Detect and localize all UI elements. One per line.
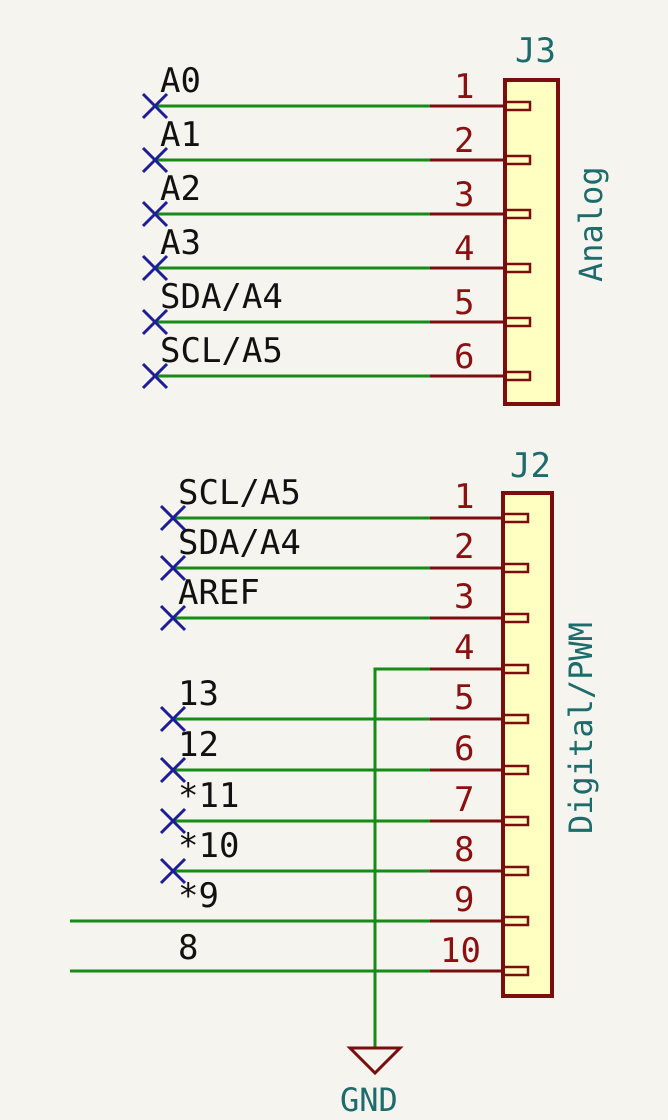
net-label: A1	[160, 115, 201, 155]
no-connect-icon	[141, 92, 169, 120]
pin-number: 10	[440, 931, 481, 971]
pin-number: 2	[454, 121, 474, 161]
no-connect-icon	[159, 756, 187, 784]
net-label: *11	[178, 776, 239, 816]
j2-net-labels: SCL/A5 SDA/A4 AREF 13 12 *11 *10 *9 8	[178, 473, 301, 968]
pin-number: 3	[454, 175, 474, 215]
net-label: 8	[178, 928, 198, 968]
pin-number: 1	[454, 477, 474, 517]
j3-net-labels: A0 A1 A2 A3 SDA/A4 SCL/A5	[160, 61, 283, 371]
no-connect-icon	[141, 146, 169, 174]
j2-value: Digital/PWM	[562, 622, 600, 834]
net-label: 13	[178, 674, 219, 714]
net-label: A3	[160, 223, 201, 263]
gnd-wire	[373, 667, 430, 1048]
j2-pin-stubs	[501, 512, 530, 977]
pin-number: 8	[454, 830, 474, 870]
no-connect-icon	[141, 254, 169, 282]
pin-number: 4	[454, 628, 474, 668]
j2-pin-numbers: 1 2 3 4 5 6 7 8 9 10	[440, 477, 481, 971]
pin-number: 3	[454, 577, 474, 617]
j3-pin-numbers: 1 2 3 4 5 6	[454, 67, 474, 377]
j3-pin-stubs	[503, 100, 532, 382]
pin-number: 5	[454, 283, 474, 323]
net-label: AREF	[178, 573, 260, 613]
pin-number: 4	[454, 229, 474, 269]
pin-number: 1	[454, 67, 474, 107]
net-label: SDA/A4	[160, 277, 283, 317]
pin-number: 7	[454, 780, 474, 820]
ground-icon	[346, 1046, 404, 1076]
no-connect-icon	[159, 807, 187, 835]
j3-reference: J3	[515, 31, 556, 71]
pin-number: 9	[454, 880, 474, 920]
net-label: A2	[160, 169, 201, 209]
no-connect-icon	[141, 200, 169, 228]
gnd-power-symbol: GND	[340, 1046, 404, 1119]
no-connect-icon	[159, 554, 187, 582]
net-label: *9	[178, 876, 219, 916]
net-label: SDA/A4	[178, 523, 301, 563]
net-label: SCL/A5	[160, 331, 283, 371]
no-connect-icon	[141, 362, 169, 390]
j3-body	[503, 78, 560, 406]
net-label: SCL/A5	[178, 473, 301, 513]
pin-number: 5	[454, 678, 474, 718]
net-label: 12	[178, 725, 219, 765]
no-connect-icon	[141, 308, 169, 336]
j2-reference: J2	[510, 446, 551, 486]
pin-number: 6	[454, 729, 474, 769]
j2-no-connects	[159, 504, 187, 885]
connector-j3: A0 A1 A2 A3 SDA/A4 SCL/A5 1 2 3 4 5 6 J3…	[141, 31, 610, 406]
j3-value: Analog	[572, 166, 610, 282]
no-connect-icon	[159, 705, 187, 733]
j3-wires	[155, 104, 430, 378]
j2-body	[501, 491, 554, 998]
gnd-label: GND	[340, 1081, 398, 1119]
net-label: *10	[178, 826, 239, 866]
net-label: A0	[160, 61, 201, 101]
no-connect-icon	[159, 504, 187, 532]
pin-number: 2	[454, 527, 474, 567]
j3-no-connects	[141, 92, 169, 390]
j2-wires	[70, 516, 430, 1048]
connector-j2: SCL/A5 SDA/A4 AREF 13 12 *11 *10 *9 8 1 …	[70, 446, 600, 1048]
no-connect-icon	[159, 857, 187, 885]
pin-number: 6	[454, 337, 474, 377]
no-connect-icon	[159, 604, 187, 632]
